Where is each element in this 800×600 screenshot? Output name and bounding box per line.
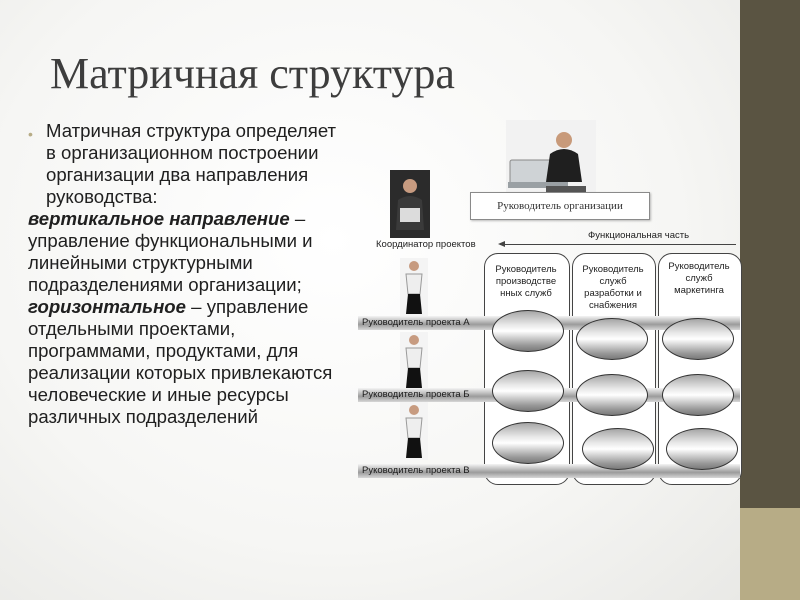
vertical-term: вертикальное направление [28, 208, 290, 229]
project-head-c-label: Руководитель проекта В [362, 465, 470, 476]
project-manager-a-photo [400, 258, 428, 316]
project-manager-b-photo [400, 332, 428, 390]
horizontal-paragraph: горизонтальное – управление отдельными п… [28, 296, 350, 428]
slide-title: Матричная структура [50, 49, 455, 98]
coordinator-label: Координатор проектов [376, 239, 476, 250]
vertical-paragraph: вертикальное направление – управление фу… [28, 208, 350, 296]
side-decor-band [740, 0, 800, 600]
matrix-cell-c2 [582, 428, 654, 470]
project-head-a-label: Руководитель проекта А [362, 317, 470, 328]
org-head-photo [506, 120, 596, 198]
intro-text: Матричная структура определяет в организ… [46, 120, 337, 207]
functional-arrow [498, 241, 736, 247]
coordinator-photo [390, 170, 430, 238]
horizontal-term: горизонтальное [28, 296, 187, 317]
matrix-cell-c3 [666, 428, 738, 470]
matrix-cell-b3 [662, 374, 734, 416]
functional-head-production: Руководитель производстве нных служб [495, 264, 557, 299]
matrix-cell-b1 [492, 370, 564, 412]
vertical-text: – управление функциональными и линейными… [28, 208, 313, 295]
matrix-diagram: Руководитель организации Координатор про… [358, 120, 742, 486]
matrix-cell-b2 [576, 374, 648, 416]
project-manager-c-photo [400, 402, 428, 460]
matrix-cell-c1 [492, 422, 564, 464]
matrix-cell-a2 [576, 318, 648, 360]
functional-head-marketing: Руководитель служб маркетинга [668, 261, 730, 296]
bullet-marker: • [28, 126, 33, 142]
project-head-b-label: Руководитель проекта Б [362, 389, 470, 400]
project-bar-c: Руководитель проекта В [358, 464, 740, 478]
org-head-box: Руководитель организации [470, 192, 650, 220]
functional-head-development: Руководитель служб разработки и снабжени… [582, 264, 644, 311]
side-decor-light [740, 508, 800, 600]
matrix-cell-a1 [492, 310, 564, 352]
slide-body: Матричная структура определяет в организ… [28, 120, 350, 428]
functional-part-label: Функциональная часть [588, 230, 690, 241]
matrix-cell-a3 [662, 318, 734, 360]
horizontal-text: – управление отдельными проектами, прогр… [28, 296, 333, 427]
